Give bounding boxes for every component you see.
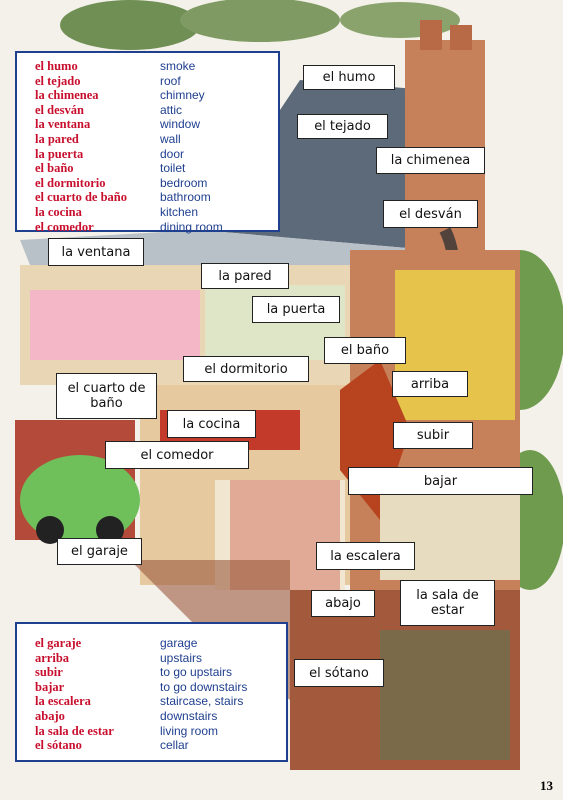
glossary-bottom-spanish-term: arriba bbox=[35, 650, 70, 665]
label-el-desvan: el desván bbox=[383, 200, 478, 228]
glossary-bottom-spanish-term: el garaje bbox=[35, 636, 82, 650]
label-subir: subir bbox=[393, 422, 473, 449]
glossary-bottom-english-translation: living room bbox=[160, 723, 219, 738]
glossary-top-english-translation: chimney bbox=[160, 88, 205, 103]
glossary-top-english-translation: toilet bbox=[160, 161, 186, 176]
glossary-bottom-spanish-term: abajo bbox=[35, 708, 65, 723]
glossary-top-english-translation: dining room bbox=[160, 219, 223, 234]
glossary-bottom-english-translation: garage bbox=[160, 636, 198, 650]
label-arriba: arriba bbox=[392, 371, 468, 397]
glossary-top-row: la pared wall bbox=[35, 132, 278, 147]
glossary-bottom-english-translation: to go downstairs bbox=[160, 679, 248, 694]
label-el-cuarto-de-bano: el cuarto de baño bbox=[56, 373, 157, 419]
glossary-top-english-translation: attic bbox=[160, 102, 183, 117]
glossary-top-row: el dormitorio bedroom bbox=[35, 176, 278, 191]
label-abajo: abajo bbox=[311, 590, 375, 617]
glossary-top-english-translation: roof bbox=[160, 73, 181, 88]
label-el-humo: el humo bbox=[303, 65, 395, 90]
glossary-bottom: el garaje garage arriba upstairs subir to go … bbox=[15, 622, 288, 762]
glossary-top-english-translation: window bbox=[160, 117, 201, 132]
glossary-top-english-translation: bedroom bbox=[160, 175, 208, 190]
glossary-bottom-english-translation: cellar bbox=[160, 738, 189, 753]
glossary-top-spanish-term: el desván bbox=[35, 102, 84, 117]
glossary-bottom-row: el garaje garage bbox=[35, 636, 286, 651]
label-el-comedor: el comedor bbox=[105, 441, 249, 469]
label-la-chimenea: la chimenea bbox=[376, 147, 485, 174]
label-el-dormitorio: el dormitorio bbox=[183, 356, 309, 382]
glossary-bottom-english-translation: upstairs bbox=[160, 650, 203, 665]
label-el-tejado: el tejado bbox=[297, 114, 388, 139]
label-la-escalera: la escalera bbox=[316, 542, 415, 570]
label-el-sotano: el sótano bbox=[294, 659, 384, 687]
label-el-garaje: el garaje bbox=[57, 538, 142, 565]
glossary-top-english-translation: door bbox=[160, 146, 185, 161]
glossary-bottom-row: la sala de estar living room bbox=[35, 724, 286, 739]
glossary-bottom-spanish-term: la sala de estar bbox=[35, 723, 114, 738]
page-number: 13 bbox=[540, 778, 553, 793]
glossary-bottom-english-translation: downstairs bbox=[160, 708, 218, 723]
glossary-bottom-row: el sótano cellar bbox=[35, 738, 286, 753]
glossary-top-english-translation: smoke bbox=[160, 59, 196, 73]
glossary-top-spanish-term: el humo bbox=[35, 59, 78, 73]
label-la-pared: la pared bbox=[201, 263, 289, 289]
glossary-top-row: la puerta door bbox=[35, 147, 278, 162]
glossary-bottom-row: abajo downstairs bbox=[35, 709, 286, 724]
glossary-bottom-row: bajar to go downstairs bbox=[35, 680, 286, 695]
glossary-top-english-translation: wall bbox=[160, 131, 181, 146]
glossary-top-row: la chimenea chimney bbox=[35, 88, 278, 103]
glossary-bottom-spanish-term: subir bbox=[35, 665, 63, 680]
glossary-top-english-translation: kitchen bbox=[160, 204, 199, 219]
glossary-top-row: el desván attic bbox=[35, 103, 278, 118]
glossary-top-spanish-term: el cuarto de baño bbox=[35, 190, 128, 205]
glossary-top-spanish-term: el baño bbox=[35, 161, 74, 176]
glossary-top-spanish-term: la pared bbox=[35, 131, 79, 146]
glossary-bottom-row: subir to go upstairs bbox=[35, 665, 286, 680]
glossary-top-row: el cuarto de baño bathroom bbox=[35, 190, 278, 205]
glossary-bottom-english-translation: to go upstairs bbox=[160, 665, 233, 680]
glossary-top-row: el tejado roof bbox=[35, 74, 278, 89]
label-el-bano: el baño bbox=[324, 337, 406, 364]
glossary-top-row: el comedor dining room bbox=[35, 220, 278, 235]
glossary-top-spanish-term: la puerta bbox=[35, 146, 84, 161]
label-la-ventana: la ventana bbox=[48, 238, 144, 266]
glossary-bottom-spanish-term: la escalera bbox=[35, 694, 91, 709]
glossary-top-row: el baño toilet bbox=[35, 161, 278, 176]
glossary-bottom-english-translation: staircase, stairs bbox=[160, 694, 244, 709]
label-bajar: bajar bbox=[348, 467, 533, 495]
glossary-top: el humo smoke el tejado roof la chimenea chim… bbox=[15, 51, 280, 235]
glossary-top-spanish-term: la ventana bbox=[35, 117, 91, 132]
glossary-top-spanish-term: la chimenea bbox=[35, 88, 99, 103]
glossary-bottom-row: la escalera staircase, stairs bbox=[35, 694, 286, 709]
glossary-top-spanish-term: el tejado bbox=[35, 73, 81, 88]
glossary-bottom-spanish-term: el sótano bbox=[35, 738, 82, 753]
label-la-cocina: la cocina bbox=[167, 410, 256, 438]
glossary-top-spanish-term: la cocina bbox=[35, 204, 82, 219]
label-la-puerta: la puerta bbox=[252, 296, 340, 323]
label-la-sala-de-estar: la sala de estar bbox=[400, 580, 495, 626]
glossary-top-english-translation: bathroom bbox=[160, 190, 211, 205]
glossary-bottom-row: arriba upstairs bbox=[35, 651, 286, 666]
glossary-top-row: la ventana window bbox=[35, 117, 278, 132]
glossary-top-spanish-term: el comedor bbox=[35, 219, 94, 234]
glossary-top-spanish-term: el dormitorio bbox=[35, 175, 106, 190]
glossary-top-row: la cocina kitchen bbox=[35, 205, 278, 220]
glossary-top-row: el humo smoke bbox=[35, 59, 278, 74]
glossary-bottom-spanish-term: bajar bbox=[35, 679, 65, 694]
